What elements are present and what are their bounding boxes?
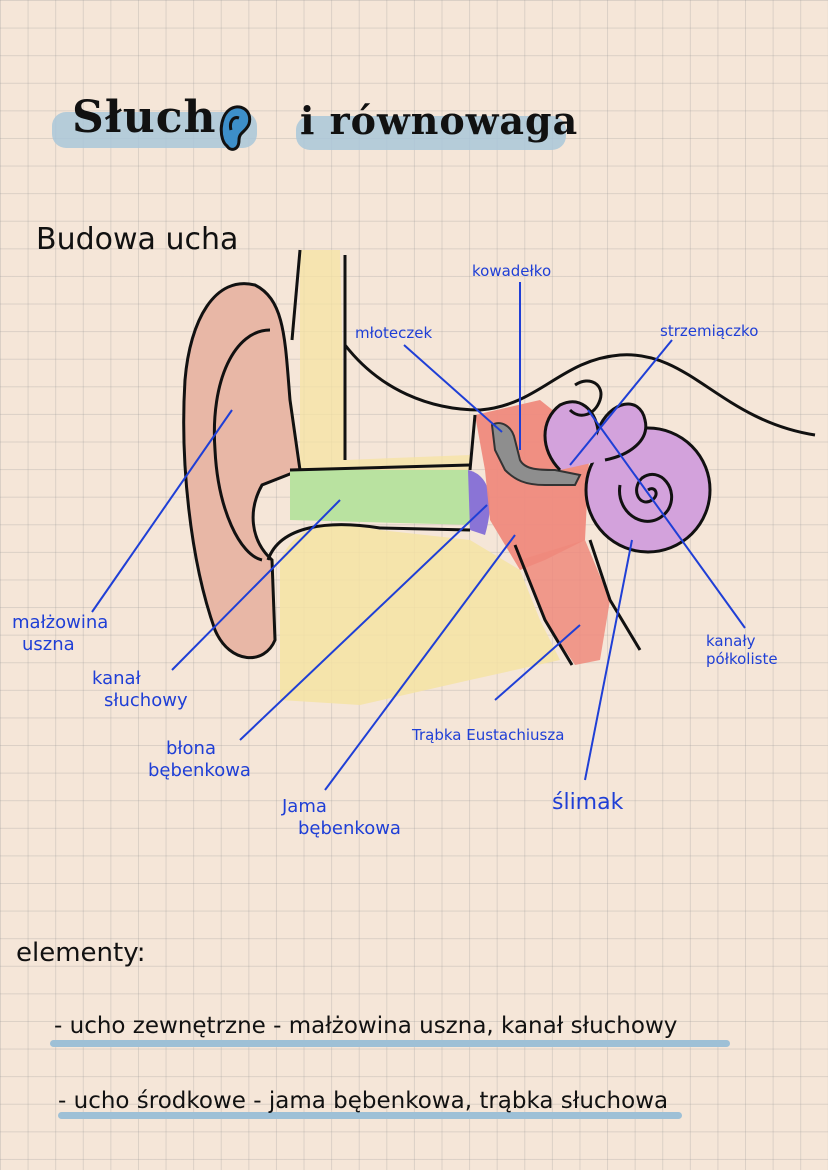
label-slimak: ślimak [552, 790, 624, 815]
upper-skin [300, 250, 470, 470]
ossicles [490, 422, 582, 486]
title-highlight-2 [296, 116, 566, 150]
page-title-word1: Słuch [72, 92, 217, 143]
label-mloteczek: młoteczek [355, 324, 433, 342]
eustachian-tube [520, 540, 610, 665]
underline-2 [58, 1112, 682, 1119]
label-kowadelko: kowadełko [472, 262, 552, 280]
ear-icon [215, 100, 255, 156]
elements-item-1: - ucho zewnętrzne - małżowina uszna, kan… [54, 1013, 678, 1039]
ear-diagram [91, 249, 816, 791]
ear-canal [290, 470, 475, 525]
label-strzemiaczko: strzemiączko [660, 322, 759, 340]
label-trabka: Trąbka Eustachiusza [412, 726, 565, 744]
pinna-inner [212, 328, 271, 562]
page-title-word2: i równowaga [300, 98, 579, 143]
elements-item-2: - ucho środkowe - jama bębenkowa, trąbka… [58, 1088, 669, 1114]
section-subtitle: Budowa ucha [36, 222, 239, 257]
pinna [182, 282, 302, 660]
underline-1 [50, 1040, 730, 1047]
elements-heading: elementy: [16, 938, 146, 968]
